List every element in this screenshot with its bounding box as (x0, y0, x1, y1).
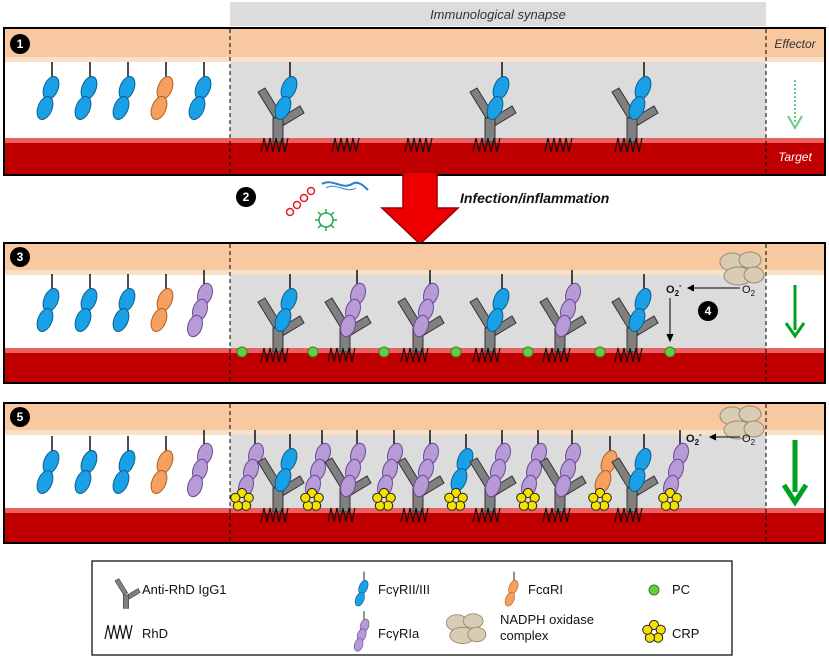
superoxide-label: O2- (686, 430, 702, 447)
panel-3: 3 O2 O2- (3, 242, 826, 384)
red-arrow-icon (380, 171, 460, 246)
svg-text:FcγRIa: FcγRIa (378, 626, 420, 641)
panel-5: 5 (3, 402, 826, 544)
effector-membrane (5, 244, 824, 270)
pc-dot (594, 346, 606, 358)
virus-icon (315, 209, 337, 231)
pc-dot (378, 346, 390, 358)
o2-label: O2 (742, 433, 756, 447)
svg-text:PC: PC (672, 582, 690, 597)
legend-item-fcgr1: FcγRIa (352, 610, 420, 653)
legend-item-fcar: FcαRI (502, 571, 563, 608)
target-label: Target (778, 150, 812, 164)
pc-dot (307, 346, 319, 358)
legend-item-crp: CRP (642, 619, 699, 643)
svg-text:FcαRI: FcαRI (528, 582, 563, 597)
legend-item-igg1: Anti-RhD IgG1 (114, 578, 227, 609)
svg-text:RhD: RhD (142, 626, 168, 641)
pc-dot (522, 346, 534, 358)
green-arrow-faint (787, 115, 803, 130)
effector-membrane (5, 404, 824, 430)
svg-text:FcγRII/III: FcγRII/III (378, 582, 430, 597)
legend-item-rhd: RhD (104, 624, 168, 641)
pc-dot (236, 346, 248, 358)
legend: Anti-RhD IgG1 FcγRII/III FcαRI PC RhD Fc… (91, 560, 733, 656)
nadph-oxidase-icon (719, 251, 765, 286)
superoxide-label: O2- (666, 281, 682, 298)
transition: 2 Infection/inflammation (236, 171, 609, 246)
svg-text:4: 4 (705, 304, 712, 318)
o2-label: O2 (742, 284, 756, 298)
pc-dot (450, 346, 462, 358)
green-arrow (784, 322, 806, 339)
svg-text:complex: complex (500, 628, 549, 643)
svg-text:2: 2 (243, 190, 250, 204)
transition-label: Infection/inflammation (460, 190, 609, 206)
spirochete-icon (321, 181, 369, 191)
svg-text:3: 3 (17, 250, 24, 264)
synapse-label: Immunological synapse (430, 7, 566, 22)
svg-text:CRP: CRP (672, 626, 699, 641)
effector-membrane (5, 29, 824, 57)
target-membrane (5, 143, 824, 174)
svg-text:1: 1 (17, 37, 24, 51)
legend-item-fcgr2-3: FcγRII/III (352, 571, 430, 608)
effector-label: Effector (774, 37, 816, 51)
svg-text:Anti-RhD IgG1: Anti-RhD IgG1 (142, 582, 227, 597)
legend-item-nadph: NADPH oxidase complex (445, 612, 594, 644)
svg-text:NADPH oxidase: NADPH oxidase (500, 612, 594, 627)
svg-text:5: 5 (17, 410, 24, 424)
bacteria-icon (285, 186, 316, 217)
synapse-header (230, 2, 766, 26)
green-arrow-strong (781, 483, 809, 507)
panel-1: Effector Target 1 (3, 27, 826, 176)
pc-dot (664, 346, 676, 358)
legend-item-pc: PC (648, 582, 690, 597)
